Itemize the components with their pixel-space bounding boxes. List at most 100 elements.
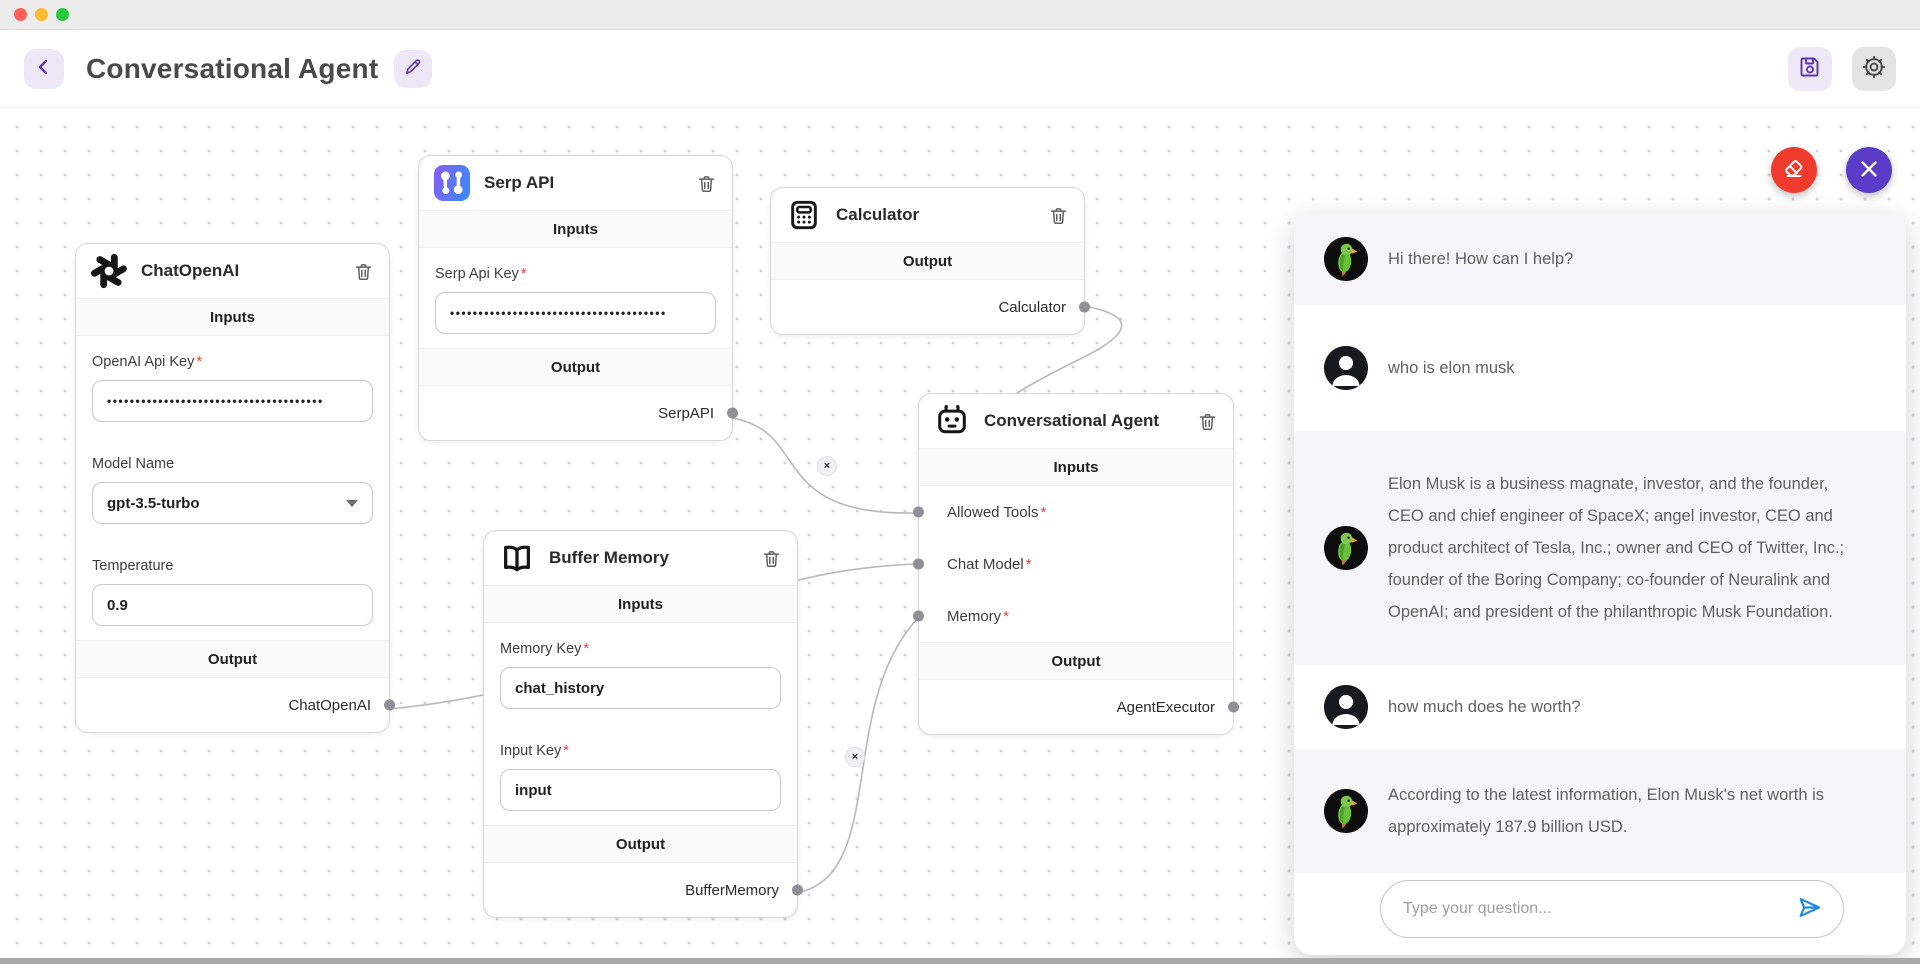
- macos-titlebar: [0, 0, 1920, 30]
- output-port[interactable]: [792, 884, 803, 896]
- output-row: AgentExecutor: [919, 680, 1239, 734]
- output-band-label: Output: [1051, 652, 1101, 670]
- chat-input-box[interactable]: [1380, 880, 1844, 938]
- output-port[interactable]: [1228, 701, 1239, 713]
- node-calculator[interactable]: Calculator Output Calculator: [770, 187, 1090, 335]
- user-avatar: [1324, 685, 1368, 729]
- bot-avatar: [1324, 237, 1368, 281]
- inputs-band-label: Inputs: [618, 595, 663, 613]
- node-buffer-memory[interactable]: Buffer Memory Inputs Memory Key* chat_hi…: [483, 530, 803, 918]
- output-port[interactable]: [727, 407, 738, 419]
- input-anchor-label: Allowed Tools: [947, 503, 1039, 521]
- save-button[interactable]: [1788, 46, 1832, 91]
- field-openai-api-key: OpenAI Api Key* ••••••••••••••••••••••••…: [92, 354, 373, 422]
- output-band: Output: [484, 825, 797, 863]
- output-anchor-label: SerpAPI: [658, 404, 714, 422]
- field-label: Input Key*: [500, 743, 569, 759]
- node-chatopenai[interactable]: ChatOpenAI Inputs OpenAI Api Key* ••••••…: [75, 243, 395, 733]
- openai-api-key-input[interactable]: ••••••••••••••••••••••••••••••••••••••: [92, 380, 373, 422]
- input-port[interactable]: [913, 558, 924, 570]
- robot-icon: [933, 402, 971, 440]
- output-anchor-label: BufferMemory: [685, 881, 779, 899]
- output-port[interactable]: [1079, 301, 1090, 313]
- trash-icon[interactable]: [694, 171, 718, 195]
- field-label: Serp Api Key*: [435, 266, 527, 282]
- required-mark: *: [583, 641, 590, 657]
- serp-api-key-input[interactable]: ••••••••••••••••••••••••••••••••••••••: [435, 292, 716, 334]
- node-serp-api[interactable]: Serp API Inputs Serp Api Key* ••••••••••…: [418, 155, 738, 441]
- node-title: Buffer Memory: [549, 548, 669, 567]
- back-button[interactable]: [24, 48, 64, 89]
- chat-messages[interactable]: Hi there! How can I help? who is elon mu…: [1294, 213, 1906, 873]
- node-conversational-agent[interactable]: Conversational Agent Inputs Allowed Tool…: [913, 393, 1239, 735]
- model-name-select[interactable]: gpt-3.5-turbo: [92, 482, 373, 524]
- output-row: BufferMemory: [484, 863, 803, 917]
- input-port[interactable]: [913, 610, 924, 622]
- message-text: how much does he worth?: [1388, 697, 1581, 716]
- chat-message-bot: Elon Musk is a business magnate, investo…: [1294, 431, 1906, 665]
- close-icon: [1858, 158, 1880, 183]
- inputs-band: Inputs: [419, 210, 732, 248]
- model-name-value: gpt-3.5-turbo: [107, 494, 200, 512]
- node-header: ChatOpenAI: [76, 244, 389, 298]
- output-row: Calculator: [771, 280, 1090, 334]
- field-model-name: Model Name gpt-3.5-turbo: [92, 456, 373, 524]
- close-chat-button[interactable]: [1846, 147, 1892, 193]
- bot-avatar: [1324, 789, 1368, 833]
- temperature-input[interactable]: 0.9: [92, 584, 373, 626]
- edit-title-button[interactable]: [394, 49, 433, 88]
- clear-chat-button[interactable]: [1771, 147, 1817, 193]
- chat-question-input[interactable]: [1403, 900, 1793, 918]
- field-label: Model Name: [92, 456, 175, 472]
- edge-delete-button[interactable]: ×: [817, 456, 837, 476]
- output-anchor-label: Calculator: [998, 298, 1066, 316]
- input-row-memory: Memory*: [913, 590, 1233, 642]
- app-header: Conversational Agent: [0, 30, 1920, 108]
- trash-icon[interactable]: [1195, 409, 1219, 433]
- inputs-band: Inputs: [484, 585, 797, 623]
- memory-key-input[interactable]: chat_history: [500, 667, 781, 709]
- chat-message-bot: Hi there! How can I help?: [1294, 213, 1906, 305]
- bot-avatar: [1324, 526, 1368, 570]
- output-port[interactable]: [384, 699, 395, 711]
- trash-icon[interactable]: [759, 546, 783, 570]
- traffic-light-zoom[interactable]: [56, 8, 69, 21]
- output-anchor-label: ChatOpenAI: [288, 696, 371, 714]
- chat-message-user: how much does he worth?: [1294, 665, 1906, 749]
- field-input-key: Input Key* input: [500, 743, 781, 811]
- output-band-label: Output: [902, 252, 953, 270]
- input-anchor-label: Memory: [947, 607, 1002, 625]
- output-band-label: Output: [207, 650, 258, 668]
- node-title: ChatOpenAI: [141, 261, 240, 280]
- chat-panel: Hi there! How can I help? who is elon mu…: [1294, 213, 1906, 955]
- field-memory-key: Memory Key* chat_history: [500, 641, 781, 709]
- message-text: According to the latest information, Elo…: [1388, 785, 1825, 836]
- message-text: Elon Musk is a business magnate, investo…: [1388, 474, 1845, 622]
- input-key-input[interactable]: input: [500, 769, 781, 811]
- inputs-band: Inputs: [919, 448, 1233, 486]
- trash-icon[interactable]: [351, 259, 375, 283]
- trash-icon[interactable]: [1046, 203, 1070, 227]
- edge-delete-button[interactable]: ×: [845, 747, 865, 767]
- inputs-band-label: Inputs: [553, 220, 598, 238]
- output-row: SerpAPI: [419, 386, 738, 440]
- output-band: Output: [919, 642, 1233, 680]
- floppy-disk-icon: [1798, 55, 1822, 82]
- node-title: Conversational Agent: [984, 411, 1160, 430]
- inputs-band: Inputs: [76, 298, 389, 336]
- node-header: Calculator: [771, 188, 1084, 242]
- message-text: who is elon musk: [1388, 358, 1515, 377]
- output-band: Output: [419, 348, 732, 386]
- settings-button[interactable]: [1852, 46, 1896, 91]
- chevron-left-icon: [34, 57, 54, 80]
- field-temperature: Temperature 0.9: [92, 558, 373, 626]
- send-button[interactable]: [1793, 893, 1825, 925]
- input-port[interactable]: [913, 506, 924, 518]
- traffic-light-minimize[interactable]: [35, 8, 48, 21]
- page-title: Conversational Agent: [86, 52, 379, 84]
- chat-input-bar: [1294, 873, 1906, 955]
- input-row-allowed-tools: Allowed Tools*: [913, 486, 1233, 538]
- window-bottom-edge: [0, 958, 1920, 964]
- field-label: Temperature: [92, 558, 174, 574]
- traffic-light-close[interactable]: [14, 8, 27, 21]
